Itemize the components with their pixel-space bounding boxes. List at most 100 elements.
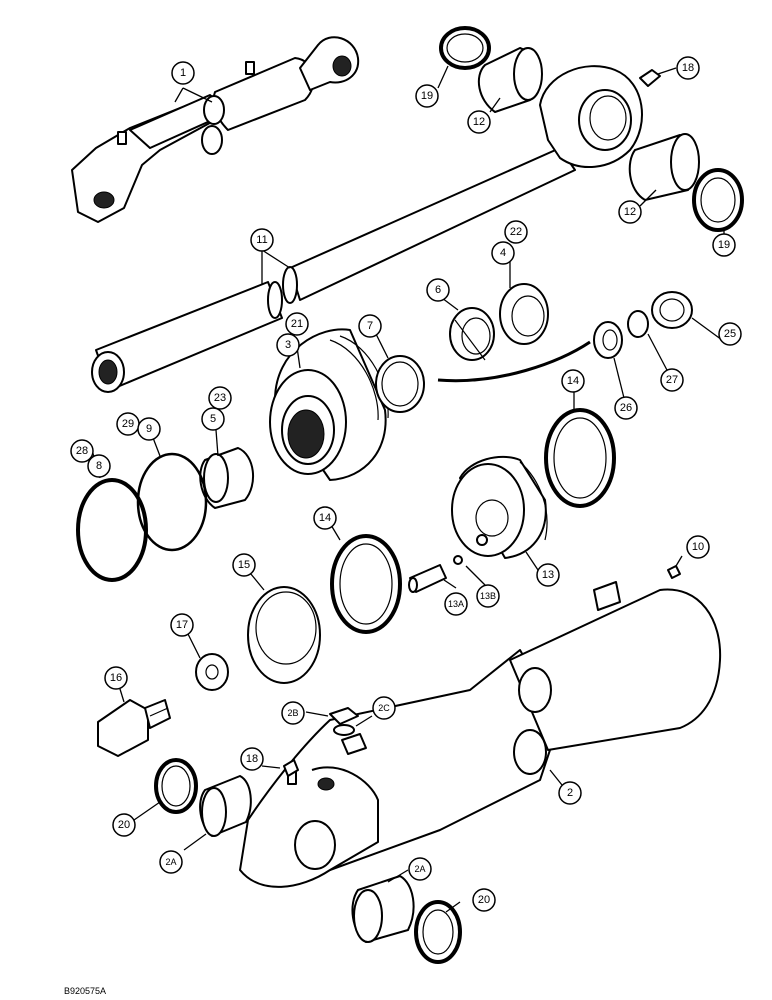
svg-text:26: 26 bbox=[620, 402, 632, 414]
svg-text:12: 12 bbox=[624, 206, 636, 218]
svg-text:11: 11 bbox=[256, 234, 267, 246]
svg-text:12: 12 bbox=[473, 116, 485, 128]
ring-6 bbox=[449, 307, 495, 361]
svg-text:19: 19 bbox=[421, 90, 433, 102]
wiper-seal-19-right bbox=[692, 168, 744, 232]
svg-text:8: 8 bbox=[96, 460, 102, 472]
callout-4: 4 bbox=[491, 241, 515, 265]
callout-14-lower: 14 bbox=[313, 506, 337, 530]
svg-text:20: 20 bbox=[118, 819, 130, 831]
callout-2: 2 bbox=[558, 781, 582, 805]
svg-text:1: 1 bbox=[180, 67, 186, 79]
piston-13 bbox=[451, 455, 548, 559]
seal-14-upper bbox=[544, 408, 616, 508]
gland-head-3 bbox=[269, 328, 389, 481]
callout-10: 10 bbox=[686, 535, 710, 559]
wire-line bbox=[437, 340, 591, 383]
seal-25 bbox=[651, 291, 693, 329]
o-ring-27 bbox=[627, 310, 649, 338]
svg-text:25: 25 bbox=[724, 328, 736, 340]
svg-text:15: 15 bbox=[238, 559, 250, 571]
grease-fitting-18-lower bbox=[283, 759, 299, 777]
callout-23: 23 bbox=[208, 386, 232, 410]
svg-text:17: 17 bbox=[176, 619, 188, 631]
svg-text:22: 22 bbox=[510, 226, 522, 238]
svg-text:5: 5 bbox=[210, 413, 216, 425]
callout-28: 28 bbox=[70, 439, 94, 463]
callout-11: 11 bbox=[250, 228, 274, 252]
callout-9: 9 bbox=[137, 417, 161, 441]
ring-7 bbox=[375, 355, 425, 413]
svg-text:2A: 2A bbox=[165, 857, 176, 867]
seal-26 bbox=[593, 321, 623, 359]
callout-20-lower: 20 bbox=[472, 888, 496, 912]
svg-text:6: 6 bbox=[435, 284, 441, 296]
ring-9 bbox=[136, 452, 208, 552]
svg-text:21: 21 bbox=[291, 318, 303, 330]
o-ring-8 bbox=[76, 478, 148, 582]
callout-13b: 13B bbox=[476, 584, 500, 608]
callout-7: 7 bbox=[358, 314, 382, 338]
svg-text:18: 18 bbox=[246, 753, 258, 765]
callout-2a-left: 2A bbox=[159, 850, 183, 874]
callout-6: 6 bbox=[426, 278, 450, 302]
svg-text:14: 14 bbox=[319, 512, 331, 524]
svg-text:13A: 13A bbox=[448, 599, 464, 609]
callout-18-upper: 18 bbox=[676, 56, 700, 80]
callout-20-left: 20 bbox=[112, 813, 136, 837]
svg-text:23: 23 bbox=[214, 392, 226, 404]
callout-27: 27 bbox=[660, 368, 684, 392]
svg-text:20: 20 bbox=[478, 894, 490, 906]
svg-text:7: 7 bbox=[367, 320, 373, 332]
cylinder-barrel-2 bbox=[239, 581, 722, 888]
svg-text:19: 19 bbox=[718, 239, 730, 251]
piston-rod-11 bbox=[91, 65, 643, 393]
callout-17: 17 bbox=[170, 613, 194, 637]
callout-13: 13 bbox=[536, 563, 560, 587]
svg-text:14: 14 bbox=[567, 375, 579, 387]
callout-14-upper: 14 bbox=[561, 369, 585, 393]
callout-22: 22 bbox=[504, 220, 528, 244]
svg-text:4: 4 bbox=[500, 247, 506, 259]
callout-15: 15 bbox=[232, 553, 256, 577]
callout-25: 25 bbox=[718, 322, 742, 346]
ball-13b bbox=[453, 555, 463, 565]
wear-ring-15 bbox=[247, 586, 321, 684]
bushing-12-upper bbox=[477, 47, 543, 113]
callout-5: 5 bbox=[201, 407, 225, 431]
callout-8: 8 bbox=[87, 454, 111, 478]
callout-12-upper: 12 bbox=[467, 110, 491, 134]
svg-text:3: 3 bbox=[285, 339, 291, 351]
bushing-2a-left bbox=[199, 775, 252, 837]
callout-16: 16 bbox=[104, 666, 128, 690]
plug-2b bbox=[329, 707, 359, 725]
callout-2a-lower: 2A bbox=[408, 857, 432, 881]
svg-text:28: 28 bbox=[76, 445, 88, 457]
callout-21: 21 bbox=[285, 312, 309, 336]
callout-3: 3 bbox=[276, 333, 300, 357]
callout-2c: 2C bbox=[372, 696, 396, 720]
washer-17 bbox=[195, 653, 229, 691]
cylinder-assembly-overview bbox=[71, 36, 360, 223]
callout-18-lower: 18 bbox=[240, 747, 264, 771]
bushing-5 bbox=[199, 447, 255, 509]
callout-19-right: 19 bbox=[712, 233, 736, 257]
svg-text:13B: 13B bbox=[480, 591, 496, 601]
callout-1: 1 bbox=[171, 61, 195, 85]
grease-fitting-18-upper bbox=[639, 69, 661, 87]
svg-text:9: 9 bbox=[146, 423, 152, 435]
bolt-16 bbox=[97, 699, 171, 757]
callout-13a: 13A bbox=[444, 592, 468, 616]
bushing-2a-lower bbox=[351, 875, 415, 943]
svg-text:18: 18 bbox=[682, 62, 694, 74]
svg-text:13: 13 bbox=[542, 569, 554, 581]
svg-text:16: 16 bbox=[110, 672, 122, 684]
wiper-seal-19-upper bbox=[439, 26, 491, 70]
svg-text:2: 2 bbox=[567, 787, 573, 799]
svg-text:2B: 2B bbox=[287, 708, 298, 718]
o-ring-2c bbox=[333, 724, 355, 736]
callout-12-right: 12 bbox=[618, 200, 642, 224]
svg-text:2A: 2A bbox=[414, 864, 425, 874]
seal-14-lower bbox=[330, 534, 402, 634]
